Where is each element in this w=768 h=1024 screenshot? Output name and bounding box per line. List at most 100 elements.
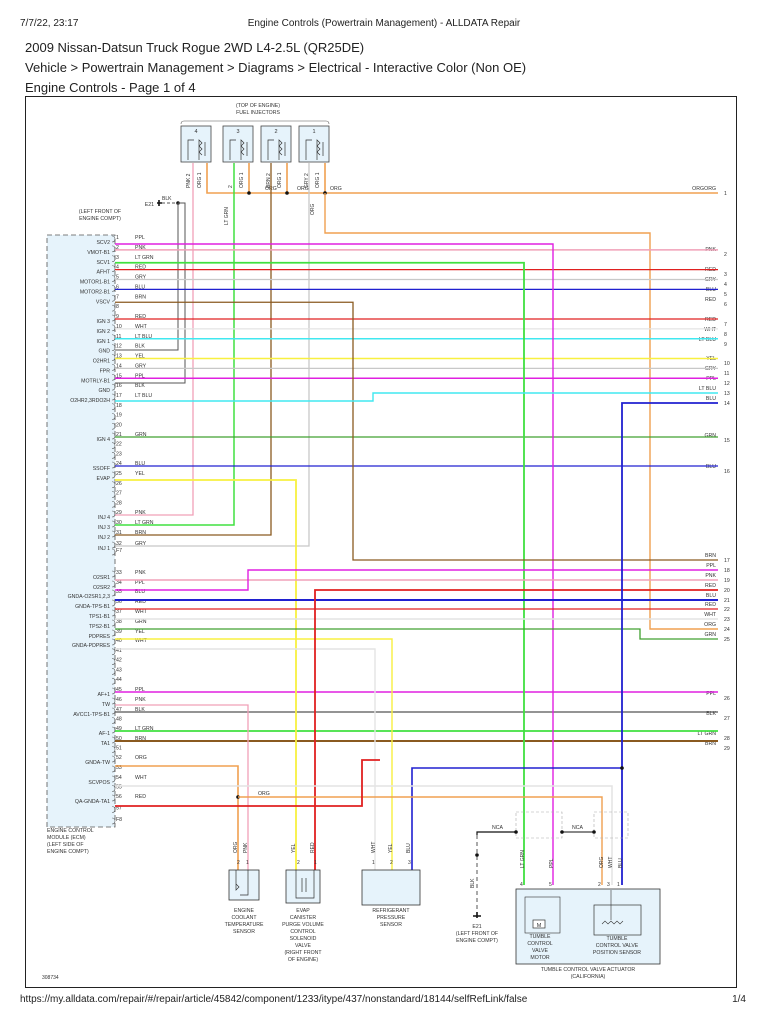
- ecm-pin-number: 43: [116, 667, 122, 673]
- pin-terminal-icon: [111, 775, 116, 783]
- pin-number: 2: [390, 860, 393, 866]
- wire-ecm-pin-39: [115, 638, 393, 885]
- pin-terminal-icon: [111, 383, 116, 391]
- wire-color-label: YEL: [135, 629, 145, 635]
- ecm-pin-number: 40: [116, 638, 122, 644]
- wire-ecm-pin-40: [115, 648, 376, 885]
- right-ref-number: 27: [724, 716, 730, 722]
- right-wire-label: PNK: [705, 573, 716, 579]
- pin-number: 4: [520, 882, 523, 888]
- ecm-pin-number: 42: [116, 658, 122, 664]
- injector-pin-label: 2: [228, 185, 234, 188]
- ecm-pin-number: 46: [116, 697, 122, 703]
- injector-pin-label: PNK 2: [186, 173, 192, 188]
- ecm-pin-number: 30: [116, 520, 122, 526]
- right-ref-number: 6: [724, 302, 727, 308]
- figure-id: 308734: [42, 975, 59, 981]
- breadcrumb[interactable]: Vehicle > Powertrain Management > Diagra…: [25, 60, 527, 75]
- pin-terminal-icon: [111, 461, 116, 469]
- pin-terminal-icon: [111, 806, 116, 813]
- wire-gnd-16: [115, 202, 186, 384]
- wire-color-label: PPL: [135, 373, 145, 379]
- ecm-pin-name: O2SR1: [93, 575, 110, 581]
- splice-dot: [475, 853, 479, 857]
- right-ref-number: 10: [724, 361, 730, 367]
- thermistor-icon: [235, 870, 249, 896]
- ecm-pin-number: 25: [116, 471, 122, 477]
- right-wire-label: WHT: [704, 327, 717, 333]
- injector-coil-icon: [305, 139, 324, 160]
- ecm-pin-number: 21: [116, 432, 122, 438]
- bus-wire-label: ORG: [297, 186, 309, 192]
- pin-terminal-icon: [111, 541, 116, 549]
- right-ref-number: 29: [724, 746, 730, 752]
- wire-color-label: YEL: [135, 354, 145, 360]
- ecm-pin-number: 13: [116, 354, 122, 360]
- component-pin-label: YEL: [388, 843, 394, 853]
- ground-symbol-icon: [157, 200, 162, 206]
- pin-terminal-icon: [111, 275, 116, 282]
- potentiometer-icon: [601, 890, 624, 925]
- component-pin-label: YEL: [291, 843, 297, 853]
- ecm-pin-number: 56: [116, 794, 122, 800]
- ecm-pin-name: O2HR1: [93, 359, 110, 365]
- right-ref-number: 18: [724, 568, 730, 574]
- wire-ecm-pin-3: [115, 261, 525, 885]
- ecm-pin-number: 53: [116, 765, 122, 771]
- wire-inj3: [115, 163, 235, 526]
- solenoid-icon: [295, 870, 315, 899]
- ecm-pin-name: VMOT-B1: [87, 250, 110, 256]
- vehicle-title: 2009 Nissan-Datsun Truck Rogue 2WD L4-2.…: [25, 40, 365, 55]
- tcv-actuator-label: TUMBLE CONTROL VALVE ACTUATOR(CALIFORNIA…: [541, 967, 636, 980]
- footer-page-number: 1/4: [732, 994, 746, 1005]
- wire-ecm-pin-46: [115, 704, 249, 885]
- wire-color-label: BRN: [135, 530, 146, 536]
- right-ref-number: 17: [724, 558, 730, 564]
- wire-color-label: BLK: [135, 383, 145, 389]
- injector-coil-icon: [187, 139, 206, 160]
- pin-terminal-icon: [111, 285, 116, 292]
- injectors-bracket: [180, 120, 330, 125]
- ecm-pin-number: 44: [116, 677, 122, 683]
- wire-color-label: PPL: [135, 687, 145, 693]
- pin-terminal-icon: [111, 677, 116, 685]
- wire-color-label: GRN: [135, 432, 147, 438]
- pin-terminal-icon: [111, 442, 116, 449]
- ecm-pin-name: MOTRLY-B1: [81, 378, 110, 384]
- pin-terminal-icon: [111, 393, 116, 401]
- right-ref-number: 15: [724, 438, 730, 444]
- right-ref-number: 1: [724, 191, 727, 197]
- pin-terminal-icon: [111, 235, 116, 243]
- ecm-pin-number: 19: [116, 413, 122, 419]
- wire-color-label: BLK: [470, 878, 476, 888]
- pin-terminal-icon: [111, 530, 116, 538]
- wire-org-injector-bus: [206, 163, 718, 194]
- ecm-pin-number: 45: [116, 687, 122, 693]
- pin-terminal-icon: [111, 500, 116, 508]
- right-wire-label: RED: [705, 317, 716, 323]
- ecm-pin-number: 14: [116, 363, 122, 369]
- ecm-pin-number: 52: [116, 755, 122, 761]
- ecm-pin-name: MOTOR2-B1: [80, 289, 110, 295]
- ecm-pin-number: 38: [116, 619, 122, 625]
- print-timestamp: 7/7/22, 23:17: [20, 18, 79, 29]
- pin-terminal-icon: [111, 364, 116, 371]
- ecm-pin-number: 15: [116, 373, 122, 379]
- ecm-pin-name: INJ 2: [98, 535, 110, 541]
- ecm-pin-name: AVCC1-TPS-B1: [73, 712, 110, 718]
- right-wire-label: BRN: [705, 553, 716, 559]
- ecm-pin-number: 37: [116, 609, 122, 615]
- footer-url[interactable]: https://my.alldata.com/repair/#/repair/a…: [20, 994, 528, 1005]
- right-ref-number: 21: [724, 598, 730, 604]
- right-ref-number: 14: [724, 401, 730, 407]
- pin-number: 5: [549, 882, 552, 888]
- ecm-pin-number: 6: [116, 284, 119, 290]
- right-ref-number: 19: [724, 578, 730, 584]
- wire-color-label: PNK: [135, 570, 146, 576]
- wire-color-label: ORG: [258, 791, 270, 797]
- right-ref-number: 5: [724, 292, 727, 298]
- pin-terminal-icon: [111, 697, 116, 705]
